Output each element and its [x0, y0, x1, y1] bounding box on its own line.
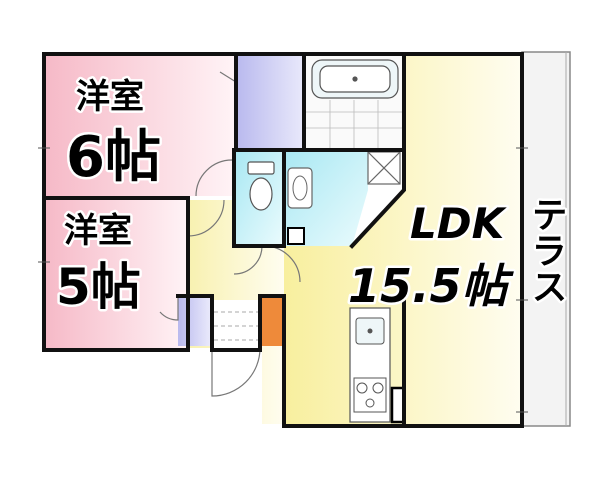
- western-room-6-fill: [44, 56, 234, 196]
- washroom-cabinet: [287, 227, 305, 245]
- walls: [42, 52, 524, 428]
- western-room-5-size: 5帖: [56, 258, 141, 316]
- western-room-5-name: 洋室: [64, 211, 132, 251]
- shoe-box: [262, 296, 282, 346]
- window-marks: [38, 147, 528, 413]
- stove: [353, 377, 387, 413]
- western-room-5-fill: [44, 200, 188, 348]
- terrace-label: テラス: [526, 196, 567, 304]
- ldk-size: 15.5帖: [348, 259, 514, 313]
- western-room-6-name: 洋室: [76, 77, 144, 117]
- kitchen-counter: [349, 307, 391, 423]
- bath-floor-tiles: [306, 100, 402, 148]
- entrance-fill: [212, 300, 260, 348]
- entrance-steps: [214, 311, 258, 341]
- closet-6-fill: [236, 56, 304, 148]
- door-swings: [159, 71, 301, 397]
- bathtub: [311, 59, 399, 99]
- western-room-6-size: 6帖: [66, 125, 161, 190]
- ldk-name: LDK: [410, 199, 508, 248]
- washbasin: [287, 167, 313, 209]
- ldk-fill: [284, 56, 522, 424]
- washing-machine-pan: [367, 151, 401, 185]
- closet-5-fill: [178, 296, 210, 346]
- toilet: [247, 161, 275, 211]
- terrace: [521, 51, 571, 427]
